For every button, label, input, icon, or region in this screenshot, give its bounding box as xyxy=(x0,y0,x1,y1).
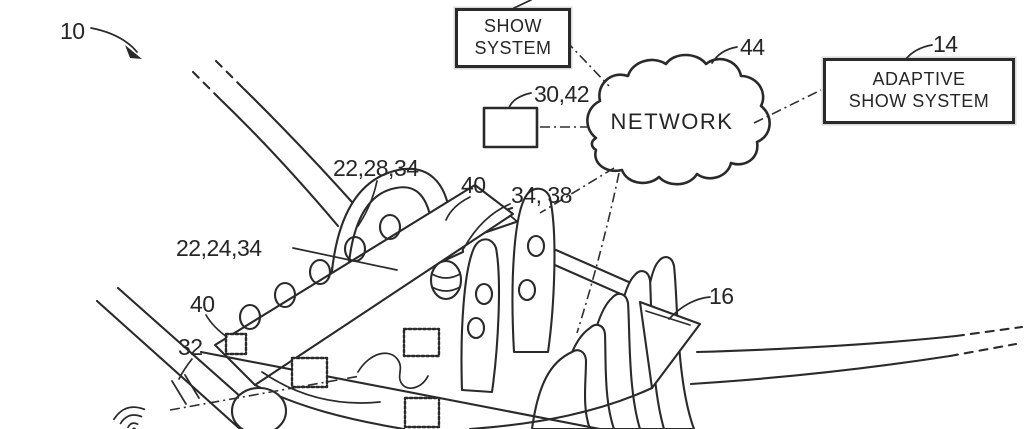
seat-cushion-contour xyxy=(261,371,381,404)
ref-label-22-24-34: 22,24,34 xyxy=(176,235,262,261)
network-label: NETWORK xyxy=(611,109,734,134)
speaker-hole xyxy=(474,282,494,306)
restraint-sphere xyxy=(429,259,463,301)
speaker-box xyxy=(224,332,248,356)
seat-cushion xyxy=(230,386,288,429)
ref-label-14: 14 xyxy=(933,31,958,57)
reference-labels: 10 30,42 44 14 22,28,34 40 34, 38 22,24,… xyxy=(60,18,959,360)
speaker-hole xyxy=(238,303,262,331)
track-rail xyxy=(954,325,1024,338)
arrowhead xyxy=(125,45,142,59)
leader-line xyxy=(905,44,933,60)
ref-label-30-42: 30,42 xyxy=(534,81,589,107)
signal-arc xyxy=(113,406,146,421)
speaker-box xyxy=(402,327,441,358)
speaker-hole xyxy=(273,281,297,309)
track-rail xyxy=(191,70,223,102)
link-vehicle-to-signal xyxy=(169,375,361,411)
speaker-hole xyxy=(308,258,332,286)
speaker-hole xyxy=(517,278,537,302)
leader-line xyxy=(463,203,511,249)
leader-line xyxy=(292,247,398,271)
track-tie xyxy=(184,374,200,399)
ref-label-32: 32 xyxy=(178,334,203,360)
leader-line xyxy=(711,46,738,64)
ref-label-40-lower: 40 xyxy=(190,291,215,317)
track-tie xyxy=(171,380,187,405)
seat-back-blade xyxy=(530,349,592,429)
track-rail-foreground xyxy=(199,350,602,429)
track-rail xyxy=(689,354,952,386)
network-cloud: NETWORK xyxy=(586,53,771,186)
ref-label-44: 44 xyxy=(740,34,765,60)
link-network-to-vehicle xyxy=(539,167,615,214)
link-show-system-to-network xyxy=(565,40,610,87)
track-rail xyxy=(95,299,242,429)
leader-line xyxy=(668,296,711,320)
track-rail xyxy=(219,98,340,228)
leader-lines xyxy=(90,0,933,380)
leader-line xyxy=(357,180,378,227)
middle-seat-panel xyxy=(460,238,500,394)
track-rail xyxy=(948,342,1018,358)
speaker-hole xyxy=(526,234,546,258)
signal-arc xyxy=(127,422,139,429)
track-rail xyxy=(214,59,246,91)
ref-label-40-upper: 40 xyxy=(461,172,486,198)
leader-line xyxy=(205,314,228,338)
speaker-box xyxy=(403,396,441,429)
link-network-to-vehicle xyxy=(576,172,620,334)
middle-seat-panel xyxy=(511,187,556,354)
ref-label-16: 16 xyxy=(709,283,734,309)
leader-line xyxy=(90,27,138,53)
cloud-outline xyxy=(586,53,771,186)
speaker-box xyxy=(290,356,329,389)
signal-arc xyxy=(119,414,143,425)
track-rail xyxy=(242,87,362,213)
speaker-hole xyxy=(466,316,486,340)
ref-label-34-38: 34, 38 xyxy=(511,182,572,208)
track-right xyxy=(689,325,1024,386)
network-links xyxy=(169,40,822,411)
track-upper-left xyxy=(191,59,362,228)
ride-vehicle xyxy=(199,167,702,429)
show-system-box: SHOW SYSTEM xyxy=(455,8,571,68)
wireless-signal-icon xyxy=(113,406,146,429)
sphere-stripe xyxy=(431,286,461,292)
leader-line xyxy=(178,358,193,380)
show-system-label: SHOW SYSTEM xyxy=(474,16,552,58)
adaptive-show-system-label: ADAPTIVE SHOW SYSTEM xyxy=(848,69,990,111)
track-rail xyxy=(695,334,958,354)
leader-line xyxy=(513,0,532,9)
sphere-stripe xyxy=(431,273,461,279)
leader-line xyxy=(508,92,532,109)
vehicle-bottom-edge xyxy=(468,386,654,429)
leader-line xyxy=(445,196,471,221)
vehicle-stern-edge xyxy=(645,310,691,326)
ref-label-22-28-34: 22,28,34 xyxy=(333,155,419,181)
seat-cushion-contour xyxy=(357,352,429,389)
controller-box xyxy=(482,106,539,149)
ref-label-10: 10 xyxy=(60,18,85,44)
speaker-hole xyxy=(378,213,402,241)
adaptive-show-system-box: ADAPTIVE SHOW SYSTEM xyxy=(823,58,1015,124)
link-network-to-adaptive xyxy=(753,89,822,124)
